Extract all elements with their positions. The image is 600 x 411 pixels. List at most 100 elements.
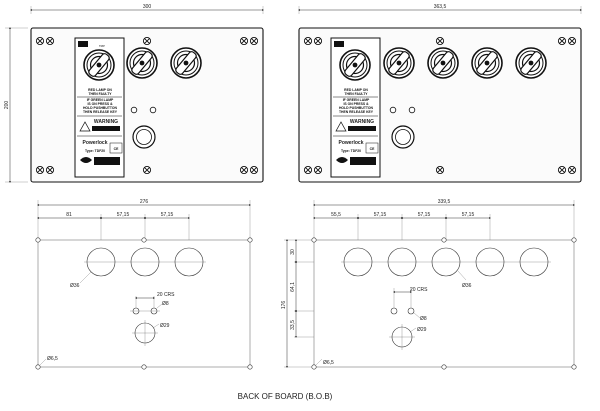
lamp-text-1: RED LAMP ON (88, 88, 112, 92)
crs-label: 20 CRS (157, 292, 175, 298)
drawing-caption: BACK OF BOARD (B.O.B) (238, 392, 333, 401)
key-lock-icon (83, 49, 115, 81)
screw-icon (239, 36, 249, 46)
screw-icon (45, 36, 55, 46)
screw-icon (313, 36, 323, 46)
screw-icon (557, 36, 567, 46)
corner-hole (441, 237, 447, 243)
instr-4: THEN RELEASE KEY (83, 110, 118, 114)
corner-hole (141, 237, 147, 243)
label-top: TRIP (99, 44, 105, 48)
brand-name: Powerlock (338, 140, 363, 146)
push-hole-label: Ø29 (417, 327, 427, 333)
lamp-text-1: RED LAMP ON (344, 88, 368, 92)
push-hole-label: Ø29 (160, 323, 170, 329)
corner-hole-label: Ø6,5 (47, 356, 58, 362)
key-lock-icon (383, 47, 415, 79)
small-hole-label: Ø8 (420, 316, 427, 322)
corner-hole (571, 364, 577, 370)
front-panel-left: 300 200 TRIP RED LAMP ON THEN FAULTY IF … (4, 4, 264, 183)
instr-3: HOLD PUSHBUTTON (83, 106, 118, 110)
dim-board-width-left: 276 (140, 199, 149, 205)
dim-offset: 57,15 (462, 212, 475, 218)
dim-offset: 81 (66, 212, 72, 218)
corner-hole (141, 364, 147, 370)
dim-offset: 57,15 (161, 212, 174, 218)
lamp-hole (407, 307, 415, 315)
back-board-right: 339,5 55,5 57,15 57,15 57,15 176 30 64,1… (281, 199, 577, 370)
brand-logo-icon (80, 157, 92, 163)
lamp-text-2: THEN FAULTY (88, 92, 112, 96)
screw-icon (249, 36, 259, 46)
screw-icon (45, 165, 55, 175)
dim-offset: 57,15 (117, 212, 130, 218)
dim-panel-width-right: 363,5 (434, 4, 447, 10)
corner-hole-label: Ø6,5 (323, 360, 334, 366)
dim-panel-width-left: 300 (143, 4, 152, 10)
lamp-icon (389, 106, 397, 114)
screw-icon (35, 36, 45, 46)
brand-logo-icon (336, 157, 348, 163)
dim-v-bot: 33,5 (290, 320, 296, 330)
hole-dia-label: Ø36 (70, 283, 80, 289)
key-lock-icon (170, 47, 202, 79)
dim-v-top: 30 (290, 249, 296, 255)
small-hole-label: Ø8 (162, 301, 169, 307)
instr-2: IS ON PRESS & (87, 102, 113, 106)
key-lock-icon (471, 47, 503, 79)
instr-3: HOLD PUSHBUTTON (339, 106, 374, 110)
lamp-hole (390, 307, 398, 315)
type-line: Type: TDF20 (341, 149, 361, 153)
screw-icon (313, 165, 323, 175)
corner-hole (311, 364, 317, 370)
key-lock-icon (515, 47, 547, 79)
screw-icon (142, 165, 152, 175)
screw-icon (567, 36, 577, 46)
dim-board-width-right: 339,5 (438, 199, 451, 205)
dim-v-mid: 64,1 (290, 282, 296, 292)
corner-hole (35, 237, 41, 243)
instr-2: IS ON PRESS & (343, 102, 369, 106)
front-panel-right: 363,5 RED LAMP ON THEN FAULTY IF GREEN L… (298, 4, 582, 183)
warning-triangle-icon (335, 121, 347, 132)
ce-mark: CE (114, 147, 119, 151)
hole-dia-label: Ø36 (462, 283, 472, 289)
warning-label: WARNING (94, 119, 118, 125)
instr-1: IF GREEN LAMP (87, 98, 114, 102)
screw-icon (557, 165, 567, 175)
corner-hole (247, 237, 253, 243)
corner-hole (311, 237, 317, 243)
lamp-icon (149, 106, 157, 114)
ce-mark: CE (370, 147, 375, 151)
screw-icon (303, 36, 313, 46)
screw-icon (435, 36, 445, 46)
key-lock-icon (126, 47, 158, 79)
type-line: Type: TDF20 (85, 149, 105, 153)
instr-1: IF GREEN LAMP (343, 98, 370, 102)
instr-4: THEN RELEASE KEY (339, 110, 374, 114)
corner-hole (571, 237, 577, 243)
lamp-icon (130, 106, 138, 114)
corner-hole (35, 364, 41, 370)
dim-offset: 55,5 (331, 212, 341, 218)
screw-icon (35, 165, 45, 175)
dim-panel-height: 200 (4, 101, 10, 110)
brand-name: Powerlock (82, 140, 107, 146)
lamp-text-2: THEN FAULTY (344, 92, 368, 96)
crs-label: 20 CRS (410, 287, 428, 293)
corner-hole (441, 364, 447, 370)
dim-offset: 57,15 (418, 212, 431, 218)
corner-hole (247, 364, 253, 370)
dim-offset: 57,15 (374, 212, 387, 218)
screw-icon (249, 165, 259, 175)
lamp-icon (408, 106, 416, 114)
warning-label: WARNING (350, 119, 374, 125)
back-board-left: 276 81 57,15 57,15 Ø36 20 CRS (35, 199, 253, 370)
dim-board-height: 176 (281, 301, 287, 310)
key-lock-icon (427, 47, 459, 79)
screw-icon (239, 165, 249, 175)
screw-icon (567, 165, 577, 175)
warning-triangle-icon (79, 121, 91, 132)
key-lock-icon (339, 49, 371, 81)
